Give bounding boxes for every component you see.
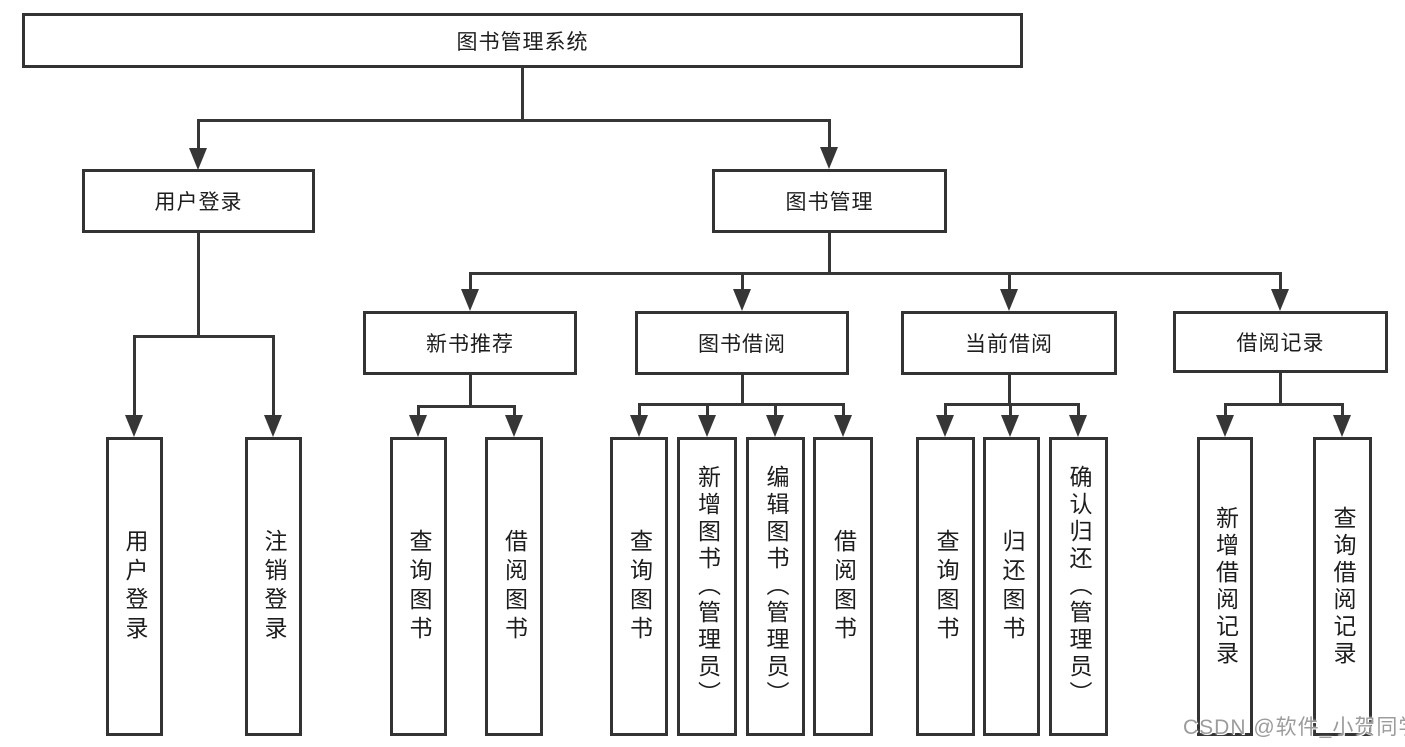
connector-line (1279, 272, 1282, 292)
connector-line (944, 403, 1080, 406)
arrow-down-icon (766, 415, 784, 437)
leaf-borrow-books: 借阅图书 (813, 437, 873, 736)
connector-line (417, 405, 420, 418)
arrow-down-icon (1333, 415, 1351, 437)
leaf-label: 查询图书 (406, 528, 432, 645)
leaf-label: 查询借阅记录 (1330, 505, 1356, 668)
arrow-down-icon (1216, 415, 1234, 437)
node-borrow-records: 借阅记录 (1173, 311, 1388, 373)
arrow-down-icon (1001, 415, 1019, 437)
connector-line (1008, 272, 1011, 292)
connector-line (513, 405, 516, 418)
connector-line (417, 405, 516, 408)
connector-line (1224, 403, 1227, 418)
leaf-edit-books-admin: 编辑图书（管理员） (746, 437, 805, 736)
connector-line (133, 335, 275, 338)
node-user-login: 用户登录 (82, 169, 315, 233)
connector-line (741, 375, 744, 406)
connector-line (842, 403, 845, 418)
node-root: 图书管理系统 (22, 13, 1023, 68)
node-label: 图书管理 (785, 191, 874, 214)
leaf-add-borrow-record: 新增借阅记录 (1197, 437, 1253, 736)
arrow-down-icon (698, 415, 716, 437)
connector-line (774, 403, 777, 418)
leaf-query-books-new: 查询图书 (390, 437, 447, 736)
node-label: 当前借阅 (965, 333, 1053, 356)
node-book-borrow: 图书借阅 (635, 311, 849, 375)
arrow-down-icon (461, 289, 479, 311)
leaf-label: 编辑图书（管理员） (763, 465, 789, 708)
node-book-management: 图书管理 (712, 169, 947, 233)
leaf-query-books-borrow: 查询图书 (610, 437, 668, 736)
connector-line (521, 68, 524, 119)
node-label: 用户登录 (154, 191, 243, 214)
arrow-down-icon (505, 415, 523, 437)
leaf-label: 查询图书 (933, 528, 959, 645)
connector-line (828, 232, 831, 275)
connector-line (197, 233, 200, 338)
arrow-down-icon (189, 148, 207, 170)
connector-line (197, 119, 200, 150)
arrow-down-icon (733, 289, 751, 311)
connector-line (469, 272, 472, 292)
arrow-down-icon (1069, 415, 1087, 437)
arrow-down-icon (409, 415, 427, 437)
arrow-down-icon (264, 415, 282, 437)
leaf-confirm-return-admin: 确认归还（管理员） (1049, 437, 1108, 736)
arrow-down-icon (125, 415, 143, 437)
connector-line (469, 375, 472, 408)
leaf-label: 用户登录 (122, 528, 148, 645)
leaf-add-books-admin: 新增图书（管理员） (677, 437, 737, 736)
node-label: 借阅记录 (1236, 332, 1325, 355)
leaf-return-books: 归还图书 (983, 437, 1040, 736)
leaf-label: 查询图书 (626, 528, 653, 645)
leaf-label: 注销登录 (261, 528, 287, 645)
leaf-logout: 注销登录 (245, 437, 302, 736)
connector-line (1224, 403, 1344, 406)
connector-line (133, 335, 136, 418)
connector-line (1009, 403, 1012, 418)
connector-line (741, 272, 744, 292)
leaf-query-books-current: 查询图书 (916, 437, 975, 736)
node-label: 图书借阅 (698, 333, 786, 356)
connector-line (638, 403, 845, 406)
connector-line (638, 403, 641, 418)
connector-line (1341, 403, 1344, 418)
leaf-label: 借阅图书 (830, 528, 857, 645)
node-label: 新书推荐 (426, 333, 514, 356)
connector-line (1077, 403, 1080, 418)
connector-line (272, 335, 275, 418)
connector-line (1008, 375, 1011, 406)
arrow-down-icon (936, 415, 954, 437)
connector-line (828, 119, 831, 149)
leaf-label: 借阅图书 (501, 528, 528, 645)
node-current-borrow: 当前借阅 (901, 311, 1117, 375)
node-label: 图书管理系统 (456, 30, 589, 54)
watermark: CSDN @软件_小贺同学 (1183, 716, 1405, 739)
arrow-down-icon (630, 415, 648, 437)
leaf-borrow-books-new: 借阅图书 (485, 437, 543, 736)
leaf-label: 新增图书（管理员） (694, 465, 721, 708)
connector-line (944, 403, 947, 418)
connector-line (706, 403, 709, 418)
connector-line (197, 119, 831, 122)
connector-line (1279, 373, 1282, 406)
arrow-down-icon (1000, 289, 1018, 311)
arrow-down-icon (820, 147, 838, 169)
leaf-label: 确认归还（管理员） (1066, 465, 1092, 708)
leaf-user-login: 用户登录 (106, 437, 163, 736)
arrow-down-icon (1271, 289, 1289, 311)
connector-line (469, 272, 1282, 275)
leaf-label: 归还图书 (999, 528, 1025, 645)
node-new-book-recommend: 新书推荐 (363, 311, 577, 375)
leaf-label: 新增借阅记录 (1212, 505, 1239, 668)
arrow-down-icon (834, 415, 852, 437)
leaf-query-borrow-record: 查询借阅记录 (1313, 437, 1372, 736)
